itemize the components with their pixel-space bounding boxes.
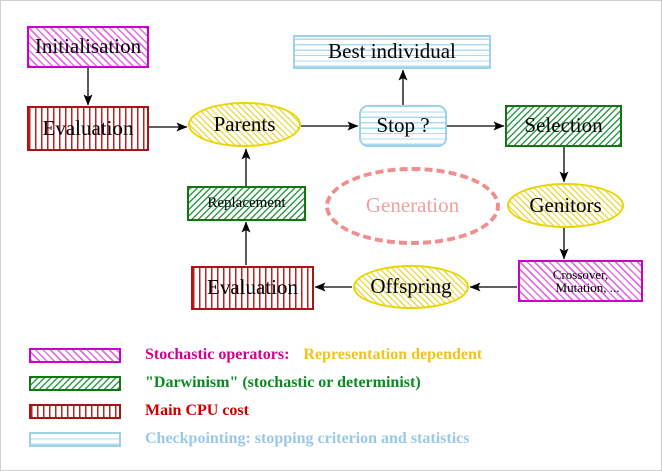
node-evaluation-bottom-label: Evaluation xyxy=(207,275,298,300)
legend-label-main-cpu-cost: Main CPU cost xyxy=(145,402,249,419)
legend-swatch-green-diagonal-hatch xyxy=(29,375,121,391)
node-generation-boundary: Generation xyxy=(325,167,500,245)
node-stop-decision[interactable]: Stop ? xyxy=(359,105,447,147)
node-stop-label: Stop ? xyxy=(376,113,430,138)
legend: Stochastic operators: Representation depe… xyxy=(1,337,661,467)
legend-swatch-red-vertical-hatch xyxy=(29,403,121,419)
legend-row-stochastic-operators: Stochastic operators: Representation depe… xyxy=(29,345,482,365)
node-evaluation-top-label: Evaluation xyxy=(42,115,134,140)
node-best-individual[interactable]: Best individual xyxy=(293,35,491,69)
node-initialisation-label: Initialisation xyxy=(34,34,142,59)
legend-row-main-cpu-cost: Main CPU cost xyxy=(29,401,249,421)
legend-label-stochastic-operators: Stochastic operators: xyxy=(145,346,290,363)
node-crossover-label-line2: Mutation, ... xyxy=(555,280,620,295)
node-offspring[interactable]: Offspring xyxy=(353,265,469,309)
legend-text-stochastic-operators: Stochastic operators: Representation depe… xyxy=(145,346,482,364)
node-crossover-mutation[interactable]: Crossover, Mutation, ... xyxy=(518,260,643,302)
legend-label-darwinism: "Darwinism" (stochastic or determinist) xyxy=(145,374,421,391)
node-evaluation-top[interactable]: Evaluation xyxy=(27,106,149,151)
node-parents-label: Parents xyxy=(213,111,276,136)
legend-label-representation-dependent: Representation dependent xyxy=(303,346,483,363)
node-best-individual-label: Best individual xyxy=(328,39,456,64)
legend-row-checkpointing: Checkpointing: stopping criterion and st… xyxy=(29,429,469,449)
legend-row-darwinism: "Darwinism" (stochastic or determinist) xyxy=(29,373,421,393)
node-offspring-label: Offspring xyxy=(370,274,452,299)
node-genitors[interactable]: Genitors xyxy=(507,183,624,228)
node-selection[interactable]: Selection xyxy=(505,105,622,147)
node-replacement-label: Replacement xyxy=(207,194,286,211)
legend-label-checkpointing: Checkpointing: stopping criterion and st… xyxy=(145,430,470,447)
node-crossover-label-line1: Crossover, xyxy=(552,266,609,282)
node-genitors-label: Genitors xyxy=(529,192,602,217)
node-selection-label: Selection xyxy=(524,113,603,138)
node-generation-label: Generation xyxy=(365,193,460,218)
legend-swatch-blue-horizontal-hatch xyxy=(29,431,121,447)
node-initialisation[interactable]: Initialisation xyxy=(27,26,149,68)
legend-swatch-magenta-diagonal-hatch xyxy=(29,347,121,363)
node-evaluation-bottom[interactable]: Evaluation xyxy=(191,266,314,310)
node-replacement[interactable]: Replacement xyxy=(187,186,306,221)
node-parents[interactable]: Parents xyxy=(188,102,301,147)
